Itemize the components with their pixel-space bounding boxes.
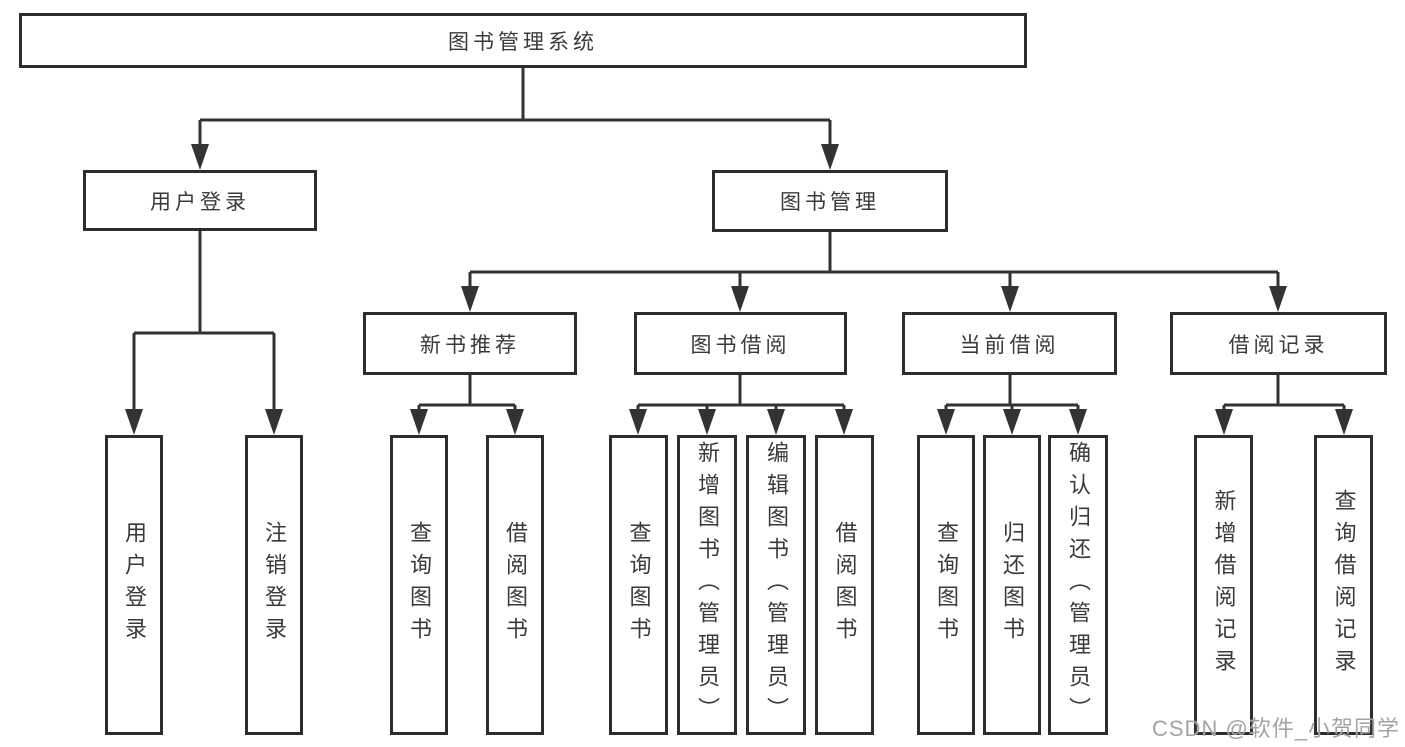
node-borrowing-records: 借阅记录 bbox=[1170, 312, 1387, 375]
node-current-borrowing-label: 当前借阅 bbox=[959, 333, 1060, 357]
leaf-add-book-admin-label: 新增图书（管理员） bbox=[695, 441, 720, 729]
leaf-query-books-current-label: 查询图书 bbox=[934, 521, 959, 649]
leaf-add-book-admin: 新增图书（管理员） bbox=[677, 435, 737, 735]
leaf-return-books-label: 归还图书 bbox=[1000, 521, 1025, 649]
leaf-add-borrow-record: 新增借阅记录 bbox=[1194, 435, 1253, 735]
leaf-query-borrow-record-label: 查询借阅记录 bbox=[1331, 489, 1357, 681]
leaf-logout: 注销登录 bbox=[245, 435, 303, 735]
node-user-login-label: 用户登录 bbox=[150, 190, 250, 214]
leaf-query-books-borrowing-label: 查询图书 bbox=[626, 521, 652, 649]
node-root: 图书管理系统 bbox=[19, 13, 1027, 68]
node-new-book-recommendation: 新书推荐 bbox=[363, 312, 577, 375]
csdn-watermark: CSDN @软件_小贺同学 bbox=[1152, 716, 1401, 741]
leaf-confirm-return-admin: 确认归还（管理员） bbox=[1048, 435, 1108, 735]
leaf-query-books-recommend: 查询图书 bbox=[390, 435, 448, 735]
node-new-book-recommendation-label: 新书推荐 bbox=[420, 333, 520, 357]
node-root-label: 图书管理系统 bbox=[448, 30, 598, 54]
node-borrowing-records-label: 借阅记录 bbox=[1228, 333, 1329, 357]
leaf-logout-label: 注销登录 bbox=[262, 521, 287, 649]
leaf-borrow-books-recommend-label: 借阅图书 bbox=[503, 521, 528, 649]
node-book-borrowing-label: 图书借阅 bbox=[690, 333, 791, 357]
leaf-borrow-books-borrowing-label: 借阅图书 bbox=[832, 521, 858, 649]
leaf-query-borrow-record: 查询借阅记录 bbox=[1314, 435, 1373, 735]
node-current-borrowing: 当前借阅 bbox=[902, 312, 1117, 375]
leaf-query-books-recommend-label: 查询图书 bbox=[407, 521, 432, 649]
node-user-login: 用户登录 bbox=[83, 170, 317, 231]
leaf-borrow-books-borrowing: 借阅图书 bbox=[815, 435, 874, 735]
leaf-edit-book-admin: 编辑图书（管理员） bbox=[746, 435, 806, 735]
leaf-query-books-current: 查询图书 bbox=[917, 435, 975, 735]
leaf-user-login-label: 用户登录 bbox=[122, 521, 147, 649]
leaf-confirm-return-admin-label: 确认归还（管理员） bbox=[1066, 441, 1091, 729]
leaf-borrow-books-recommend: 借阅图书 bbox=[486, 435, 544, 735]
node-book-management-label: 图书管理 bbox=[780, 191, 880, 214]
node-book-borrowing: 图书借阅 bbox=[634, 312, 847, 375]
leaf-return-books: 归还图书 bbox=[983, 435, 1041, 735]
node-book-management: 图书管理 bbox=[712, 170, 948, 232]
leaf-add-borrow-record-label: 新增借阅记录 bbox=[1211, 489, 1237, 681]
leaf-query-books-borrowing: 查询图书 bbox=[609, 435, 668, 735]
leaf-user-login: 用户登录 bbox=[105, 435, 163, 735]
leaf-edit-book-admin-label: 编辑图书（管理员） bbox=[764, 441, 789, 729]
